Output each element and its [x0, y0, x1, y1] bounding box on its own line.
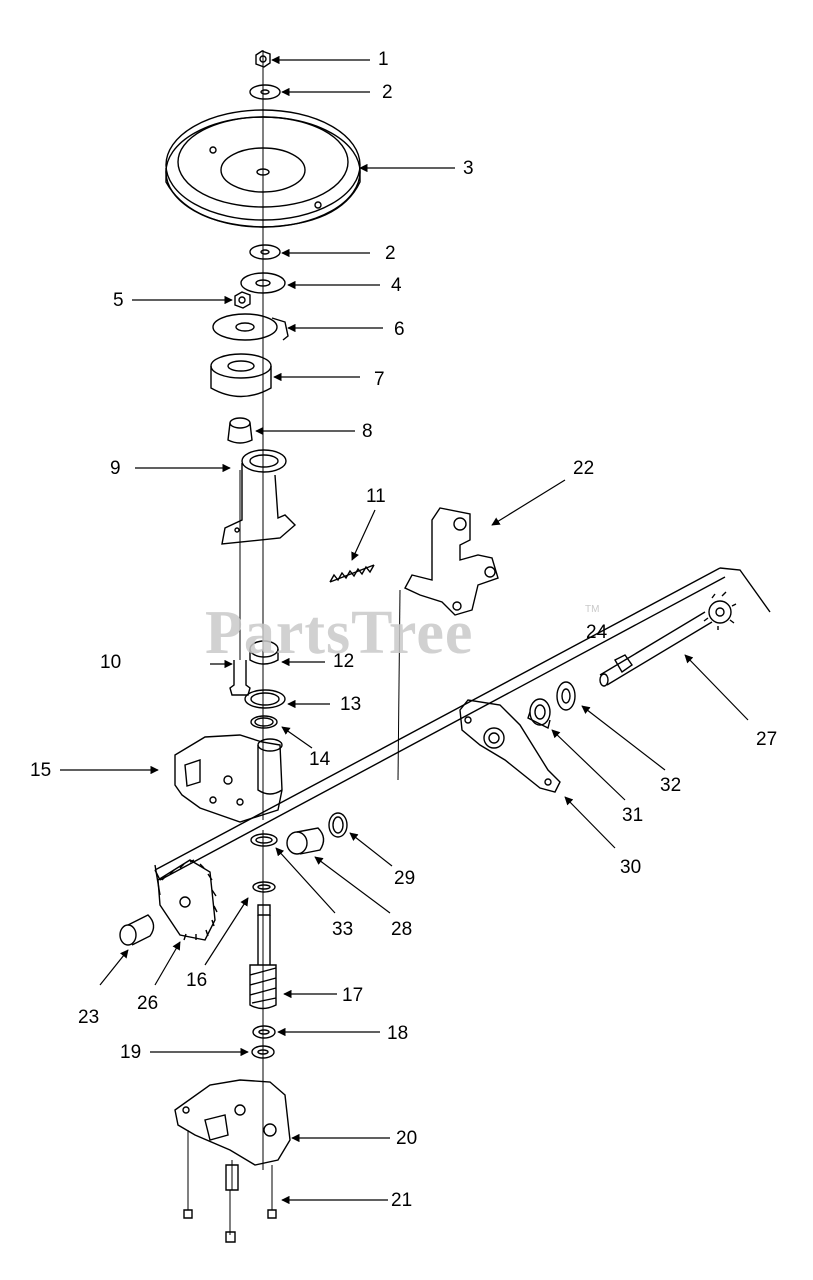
callout-11: 11 [366, 486, 386, 507]
callout-26: 26 [137, 993, 159, 1014]
nut-part-5 [234, 291, 251, 309]
callout-4: 4 [391, 275, 402, 296]
callout-27: 27 [756, 729, 778, 750]
nut-part-1 [255, 50, 271, 68]
shaft-part-27 [599, 591, 737, 687]
bushing-part-23 [119, 914, 155, 946]
watermark-trademark: TM [585, 604, 600, 615]
washer-part-2-lower [249, 244, 281, 260]
callout-33: 33 [332, 919, 354, 940]
callout-7: 7 [374, 369, 385, 390]
callout-9: 9 [110, 458, 121, 479]
leader-30 [564, 796, 616, 849]
ring-part-12 [249, 640, 279, 665]
leader-16 [204, 897, 249, 966]
callout-32: 32 [660, 775, 682, 796]
callout-29: 29 [394, 868, 416, 889]
callout-23: 23 [78, 1007, 100, 1028]
callout-2a: 2 [382, 82, 393, 103]
callout-16: 16 [186, 970, 208, 991]
plate-part-30 [459, 699, 561, 793]
bracket-part-9 [221, 449, 297, 545]
callout-10: 10 [100, 652, 122, 673]
ring-part-14 [250, 715, 278, 729]
callout-3: 3 [463, 158, 474, 179]
spring-part-11 [329, 564, 375, 583]
leader-29 [349, 832, 393, 867]
housing-part-20 [174, 1079, 291, 1166]
callout-18: 18 [387, 1023, 409, 1044]
callout-17: 17 [342, 985, 364, 1006]
leader-28 [314, 856, 391, 914]
leader-23 [99, 949, 129, 986]
bracket-part-22 [397, 507, 499, 781]
callout-30: 30 [620, 857, 642, 878]
seal-part-13 [244, 689, 286, 709]
callout-21: 21 [391, 1190, 413, 1211]
callout-24: 24 [586, 622, 608, 643]
callout-19: 19 [120, 1042, 142, 1063]
callout-31: 31 [622, 805, 644, 826]
leader-14 [281, 726, 313, 749]
callout-6: 6 [394, 319, 405, 340]
leader-11 [351, 509, 376, 561]
callout-5: 5 [113, 290, 124, 311]
leader-31 [551, 729, 626, 801]
callout-15: 15 [30, 760, 52, 781]
leader-22 [491, 479, 566, 526]
callout-8: 8 [362, 421, 373, 442]
bushing-part-31 [527, 698, 551, 730]
callout-20: 20 [396, 1128, 418, 1149]
callout-22: 22 [573, 458, 595, 479]
leader-33 [275, 847, 336, 914]
washer-part-33 [250, 833, 278, 847]
bushing-part-8 [227, 417, 253, 444]
washer-part-18 [252, 1025, 276, 1039]
bracket-part-6 [212, 313, 289, 341]
bolts-part-21 [183, 1130, 277, 1243]
callout-12: 12 [333, 651, 355, 672]
washer-part-2-upper [249, 84, 281, 100]
bearing-part-7 [210, 353, 272, 398]
washer-part-32 [556, 681, 576, 711]
worm-gear-part-17 [249, 904, 277, 1010]
callout-13: 13 [340, 694, 362, 715]
callout-1: 1 [378, 49, 389, 70]
housing-part-15 [174, 734, 283, 823]
gear-part-26 [157, 859, 218, 941]
washer-part-19 [251, 1045, 275, 1059]
leader-32 [581, 705, 666, 771]
leader-27 [684, 654, 749, 721]
watermark-logo: PartsTree [205, 599, 474, 667]
washer-part-4 [240, 272, 286, 294]
callout-28: 28 [391, 919, 413, 940]
callout-2b: 2 [385, 243, 396, 264]
ring-part-29 [328, 812, 348, 838]
callout-14: 14 [309, 749, 331, 770]
ring-part-16 [252, 881, 276, 893]
leader-26 [154, 941, 181, 986]
bolt-part-10 [229, 660, 251, 696]
bushing-part-28 [286, 827, 325, 855]
